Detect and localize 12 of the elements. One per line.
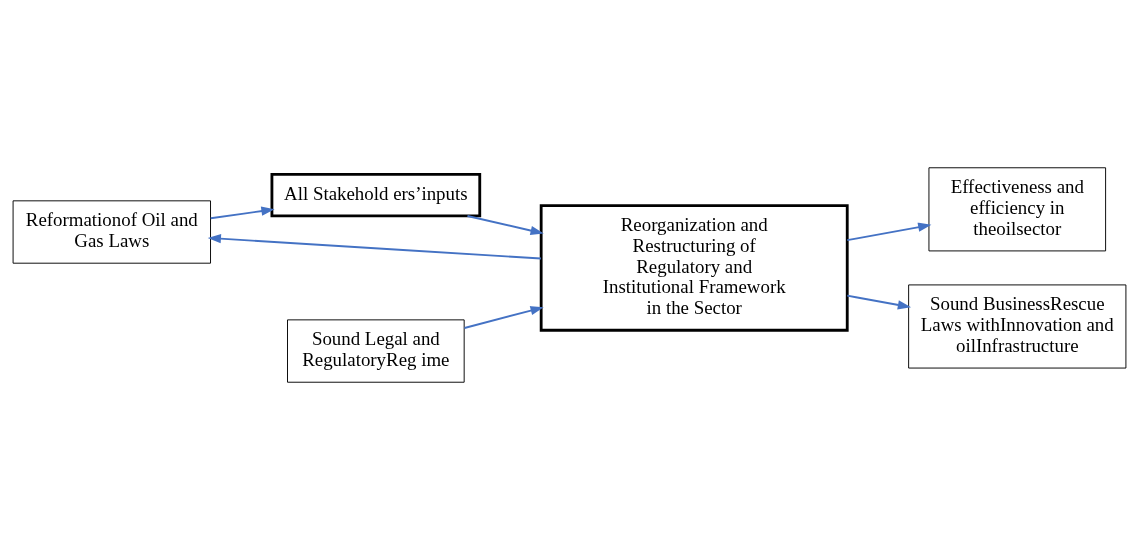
node-box: Effectiveness and efficiency in theoilsector	[928, 167, 1107, 252]
node-box: Sound BusinessRescue Laws withInnovation and oilInfrastructure	[908, 284, 1127, 369]
arrow	[846, 222, 932, 242]
node-box: All Stakehold ers’inputs	[270, 172, 482, 218]
arrow	[209, 206, 275, 220]
node-box: Sound Legal and RegulatoryReg ime	[287, 319, 465, 383]
arrow	[463, 306, 544, 329]
arrow	[846, 294, 912, 310]
arrow	[466, 215, 544, 236]
arrow	[207, 234, 542, 260]
node-box: Reformationof Oil and Gas Laws	[12, 200, 211, 264]
node-box: Reorganization and Restructuring of Regulatory and Institutional Framework in the Sector	[539, 204, 849, 332]
